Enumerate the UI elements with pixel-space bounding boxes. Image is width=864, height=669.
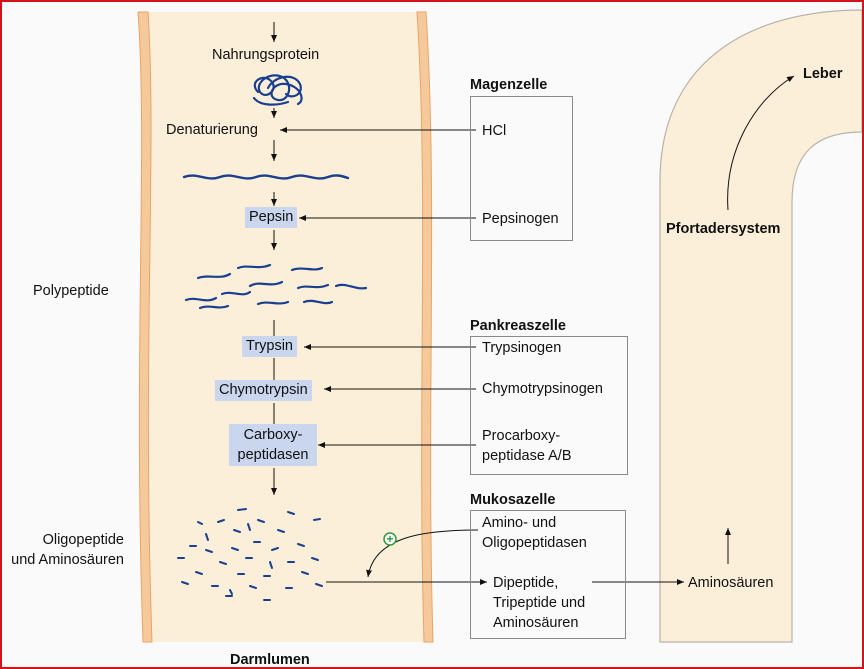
lumen-title: Darmlumen [230,652,310,668]
amino-acid-fragments [177,508,323,601]
enzyme-pepsin: Pepsin [245,207,298,228]
pepsinogen-label: Pepsinogen [482,211,559,227]
right-intestinal-wall [416,11,434,643]
blood-amino-acids-label: Aminosäuren [688,575,774,591]
left-intestinal-wall [137,11,153,643]
enzyme-carboxypeptidase: Carboxy- peptidasen [229,424,317,466]
procarboxypeptidase-label: Procarboxy- peptidase A/B [482,428,572,464]
polypeptide-label: Polypeptide [33,283,109,299]
enzyme-chymotrypsin: Chymotrypsin [215,380,312,401]
lumen-fill [142,12,427,642]
food-protein-label: Nahrungsprotein [212,47,320,63]
hcl-label: HCl [482,123,507,139]
peptidases-label: Amino- und Oligopeptidasen [482,515,587,551]
portal-vein [659,9,862,643]
denatured-chain [182,174,350,180]
stomach-cell-box [470,96,573,241]
portal-title: Pfortadersystem [666,221,781,237]
pancreas-cell-title: Pankreaszelle [470,318,566,334]
liver-label: Leber [803,66,843,82]
oligopeptide-label: Oligopeptide und Aminosäuren [11,532,124,568]
pancreas-cell-box [470,336,628,475]
activation-circle [383,532,397,546]
trypsinogen-label: Trypsinogen [482,340,562,356]
mucosa-cell-box [470,510,626,639]
denaturation-label: Denaturierung [166,122,258,138]
polypeptide-fragments [184,263,368,310]
mucosa-products-label: Dipeptide, Tripeptide und Aminosäuren [493,575,586,631]
activation-plus-icon: + [386,532,394,546]
arrow-to-liver [727,75,795,211]
stomach-cell-title: Magenzelle [470,77,548,93]
protein-coil [252,74,303,106]
mucosa-cell-title: Mukosazelle [470,492,556,508]
chymotrypsinogen-label: Chymotrypsinogen [482,381,603,397]
activation-curve [366,529,479,578]
enzyme-trypsin: Trypsin [242,336,297,357]
